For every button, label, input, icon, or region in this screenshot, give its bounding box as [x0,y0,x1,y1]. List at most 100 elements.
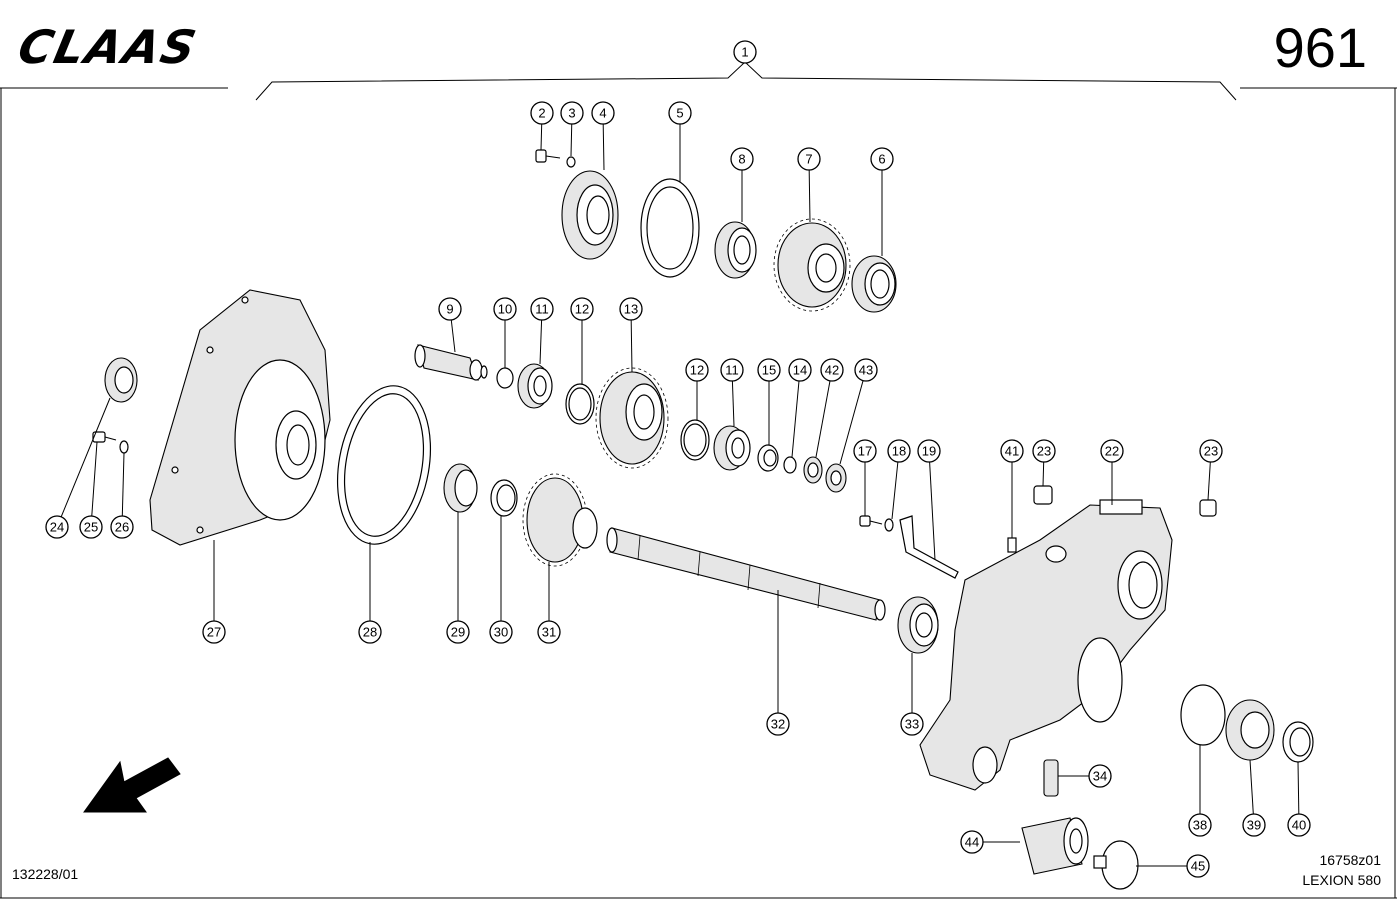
callout-label: 17 [858,444,872,459]
callout-circle [917,439,941,463]
callout-c26: 26 [110,515,134,539]
part-breather-41 [1007,537,1017,553]
callout-circle [79,515,103,539]
part-circlip-12b [680,419,710,461]
callout-c7: 7 [797,147,821,171]
callout-label: 30 [494,625,508,640]
callout-c23b: 23 [1199,439,1223,463]
part-gear-13 [595,367,669,469]
leader-line-c24 [56,397,111,528]
callout-circle [766,712,790,736]
callout-c43: 43 [854,358,878,382]
callout-label: 23 [1204,444,1218,459]
model-name: LEXION 580 [1302,872,1381,888]
callout-c11b: 11 [720,358,744,382]
callout-c10: 10 [493,297,517,321]
callout-c17: 17 [853,439,877,463]
callout-c13: 13 [619,297,643,321]
callout-label: 3 [568,106,575,121]
callout-circle [900,712,924,736]
callout-c8: 8 [730,147,754,171]
callout-label: 11 [535,302,549,317]
part-bearing-29 [443,463,478,513]
part-gear-31 [522,473,598,567]
callout-circle [733,40,757,64]
callout-c12b: 12 [685,358,709,382]
callout-label: 13 [624,302,638,317]
callout-label: 29 [451,625,465,640]
callout-circle [110,515,134,539]
callout-circle [1032,439,1056,463]
callout-label: 6 [878,152,885,167]
part-ring-15 [757,444,779,472]
callout-label: 38 [1193,818,1207,833]
callout-circle [530,101,554,125]
callout-c39: 39 [1242,813,1266,837]
callout-label: 7 [805,152,812,167]
callout-label: 25 [84,520,98,535]
leader-line-c43 [839,369,867,465]
callout-label: 22 [1105,444,1119,459]
callout-c4: 4 [591,101,615,125]
callout-circle [853,439,877,463]
callout-circle [887,439,911,463]
callout-label: 2 [538,106,545,121]
callout-circle [668,101,692,125]
callout-circle [757,358,781,382]
callout-circle [1186,854,1210,878]
callout-circle [1188,813,1212,837]
part-shaft-32 [606,527,886,621]
callout-circle [854,358,878,382]
callout-c45: 45 [1186,854,1210,878]
part-gear-7 [773,218,851,312]
callout-c1: 1 [733,40,757,64]
part-ring-40 [1282,721,1314,763]
callout-c41: 41 [1000,439,1024,463]
callout-label: 40 [1292,818,1306,833]
part-cover-27 [149,289,331,546]
callout-label: 31 [542,625,556,640]
part-bearing-11b [713,425,751,471]
callout-c5: 5 [668,101,692,125]
part-seal-24 [104,357,138,403]
part-oring-10 [496,367,514,389]
callout-label: 28 [363,625,377,640]
part-shaft-9 [414,344,488,381]
leader-line-c19 [928,450,936,561]
part-bolt-25 [92,431,117,443]
callout-c18: 18 [887,439,911,463]
callout-circle [446,620,470,644]
part-housing-22 [919,499,1173,791]
callout-c29: 29 [446,620,470,644]
part-bolt-2 [535,149,561,163]
callout-c9: 9 [438,297,462,321]
callout-c15: 15 [757,358,781,382]
callout-c27: 27 [202,620,226,644]
part-bushing-44 [1021,817,1089,875]
callout-c42: 42 [820,358,844,382]
callout-label: 14 [793,363,807,378]
callout-label: 15 [762,363,776,378]
callout-label: 12 [575,302,589,317]
direction-arrow-icon [83,757,181,813]
callout-label: 43 [859,363,873,378]
callout-label: 32 [771,717,785,732]
part-plug-34 [1043,759,1059,797]
part-bearing-6 [851,255,897,313]
callout-c23a: 23 [1032,439,1056,463]
part-lockwasher-42 [803,456,823,484]
callout-circle [870,147,894,171]
callout-circle [1199,439,1223,463]
callout-c12a: 12 [570,297,594,321]
part-washer-26 [119,440,129,454]
part-bolt-17 [859,515,883,527]
callout-circle [820,358,844,382]
callout-circle [489,620,513,644]
callout-label: 19 [922,444,936,459]
callout-label: 4 [599,106,606,121]
callout-c24: 24 [45,515,69,539]
part-bearing-8 [714,221,757,279]
